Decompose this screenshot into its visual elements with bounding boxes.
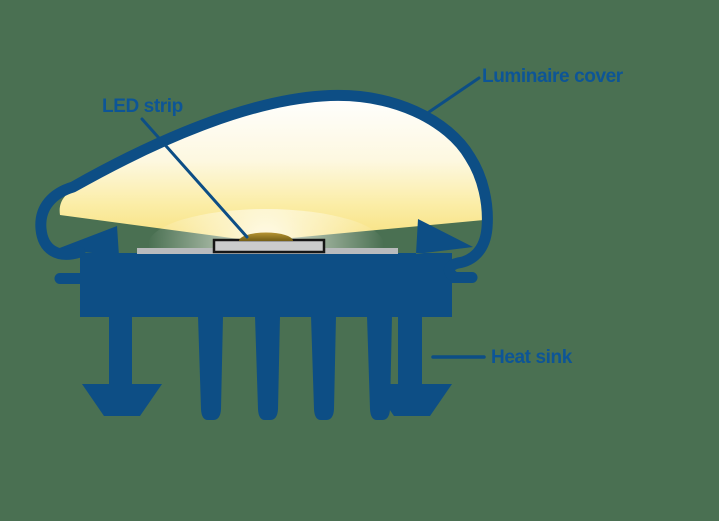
led-strip-label: LED strip: [102, 96, 183, 117]
led-strip-module: [212, 238, 326, 254]
heat-sink-shape: [54, 219, 478, 420]
led-glow: [148, 209, 384, 249]
led-dome: [239, 232, 293, 241]
light-cone: [59, 99, 485, 241]
luminaire-cover-leader-line: [427, 76, 481, 114]
led-strip-leader-line: [140, 117, 249, 239]
heat-sink-label: Heat sink: [491, 347, 573, 368]
luminaire-cover-label: Luminaire cover: [482, 66, 624, 87]
luminaire-cover-outline: [35, 89, 493, 281]
